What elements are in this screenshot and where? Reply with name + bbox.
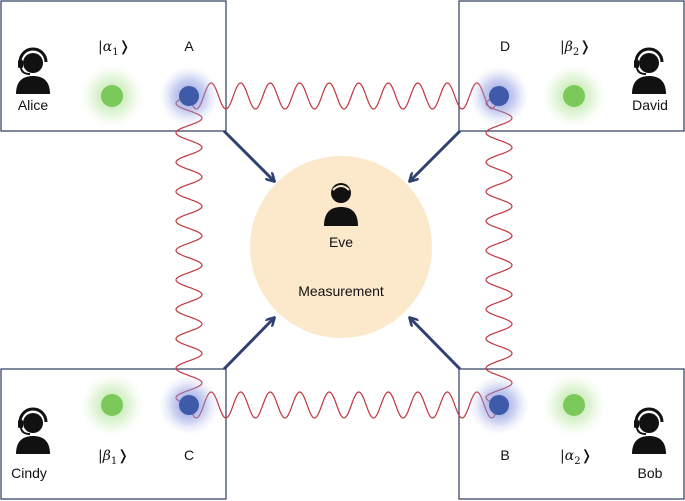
david-headset-person-icon <box>632 47 666 94</box>
node-c-dot <box>179 395 199 415</box>
cindy-label: Cindy <box>11 465 47 481</box>
alice-box <box>0 0 227 132</box>
node-d-dot <box>489 86 509 106</box>
node-c-label: C <box>184 447 194 463</box>
node-a-label: A <box>184 38 194 54</box>
arrow-b-to-eve <box>410 318 462 371</box>
state-beta2-dot <box>563 85 585 107</box>
eve-label: Eve <box>329 234 353 250</box>
bob-headset-person-icon <box>632 407 666 454</box>
state-alpha1-label: |α1❭ <box>98 39 130 58</box>
state-beta1-label: |β1❭ <box>98 448 129 467</box>
arrow-c-to-eve <box>222 318 274 371</box>
state-beta1-dot <box>101 394 123 416</box>
measurement-label: Measurement <box>298 283 384 299</box>
bob-box <box>458 368 685 500</box>
wave-a-d <box>188 82 500 110</box>
alice-label: Alice <box>18 97 49 113</box>
wave-d-b <box>485 95 513 406</box>
david-label: David <box>632 97 668 113</box>
node-b-label: B <box>500 447 509 463</box>
cindy-headset-person-icon <box>16 407 50 454</box>
bob-label: Bob <box>638 465 663 481</box>
eve-circle <box>250 156 432 338</box>
arrow-a-to-eve <box>222 129 274 181</box>
node-b-dot <box>489 395 509 415</box>
state-alpha1-dot <box>101 85 123 107</box>
alice-headset-person-icon <box>16 47 50 94</box>
measurement-arrows <box>222 129 462 371</box>
state-alpha2-label: |α2❭ <box>560 448 592 467</box>
wave-c-b <box>188 391 500 419</box>
entanglement-links <box>175 82 513 419</box>
cindy-box <box>0 368 227 500</box>
eve-person-icon <box>324 183 358 226</box>
wave-a-c <box>175 95 203 406</box>
david-box <box>458 0 685 132</box>
node-a-dot <box>179 86 199 106</box>
node-d-label: D <box>500 38 510 54</box>
state-beta2-label: |β2❭ <box>560 39 591 58</box>
arrow-d-to-eve <box>410 129 462 181</box>
state-alpha2-dot <box>563 394 585 416</box>
